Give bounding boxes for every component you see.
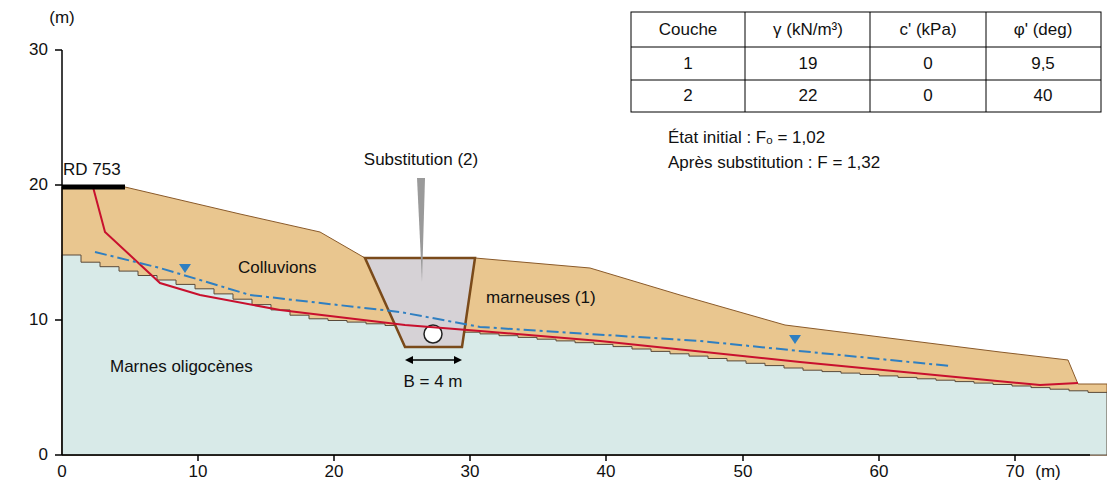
slip-surface — [93, 187, 1078, 385]
dimension-arrow — [405, 356, 462, 364]
layer-name: Substitution (2) — [364, 151, 478, 170]
table-cell: 0 — [923, 55, 932, 74]
axis-tick-label: 50 — [734, 463, 753, 482]
table-cell: 1 — [683, 55, 692, 74]
table-cell: c' (kPa) — [899, 21, 956, 40]
table-cell: 22 — [799, 87, 818, 106]
table-cell: 40 — [1034, 87, 1053, 106]
table-cell: γ (kN/m³) — [773, 21, 843, 40]
axis-tick-label: 30 — [29, 41, 48, 60]
dimension-label: B = 4 m — [403, 373, 462, 392]
table-cell: 19 — [799, 55, 818, 74]
axis-tick-label: 0 — [57, 463, 66, 482]
marl-layer — [62, 255, 1107, 455]
table-cell: 2 — [683, 87, 692, 106]
axis-tick-label: 40 — [597, 463, 616, 482]
axis-tick-label: 60 — [870, 463, 889, 482]
axis-tick-label: 0 — [39, 446, 48, 465]
axis-unit: (m) — [1035, 463, 1060, 482]
axis-tick-label: 10 — [189, 463, 208, 482]
pointer-wedge — [417, 178, 425, 282]
axis-tick-label: 30 — [461, 463, 480, 482]
axis-unit: (m) — [49, 9, 74, 28]
safety-factor-note: Après substitution : F = 1,32 — [668, 154, 880, 173]
axis-tick-label: 70 — [1006, 463, 1025, 482]
road-name: RD 753 — [63, 161, 121, 180]
layer-name: marneuses (1) — [486, 289, 596, 308]
safety-factor-note: État initial : Fₒ = 1,02 — [668, 129, 825, 148]
colluvium-layer — [62, 187, 1107, 455]
table-cell: 0 — [923, 87, 932, 106]
axis-tick-label: 20 — [325, 463, 344, 482]
water-table-marker — [789, 335, 801, 344]
water-table-marker — [179, 264, 191, 273]
axis-tick-label: 10 — [29, 311, 48, 330]
substitution-trench — [365, 258, 475, 347]
road — [62, 185, 125, 190]
data-table — [631, 12, 1101, 112]
table-cell: 9,5 — [1031, 55, 1055, 74]
table-cell: Couche — [659, 21, 718, 40]
axis-tick-label: 20 — [29, 176, 48, 195]
water-table — [95, 252, 950, 366]
layer-name: Marnes oligocènes — [110, 358, 253, 377]
table-cell: φ' (deg) — [1014, 21, 1073, 40]
layer-name: Colluvions — [238, 259, 316, 278]
